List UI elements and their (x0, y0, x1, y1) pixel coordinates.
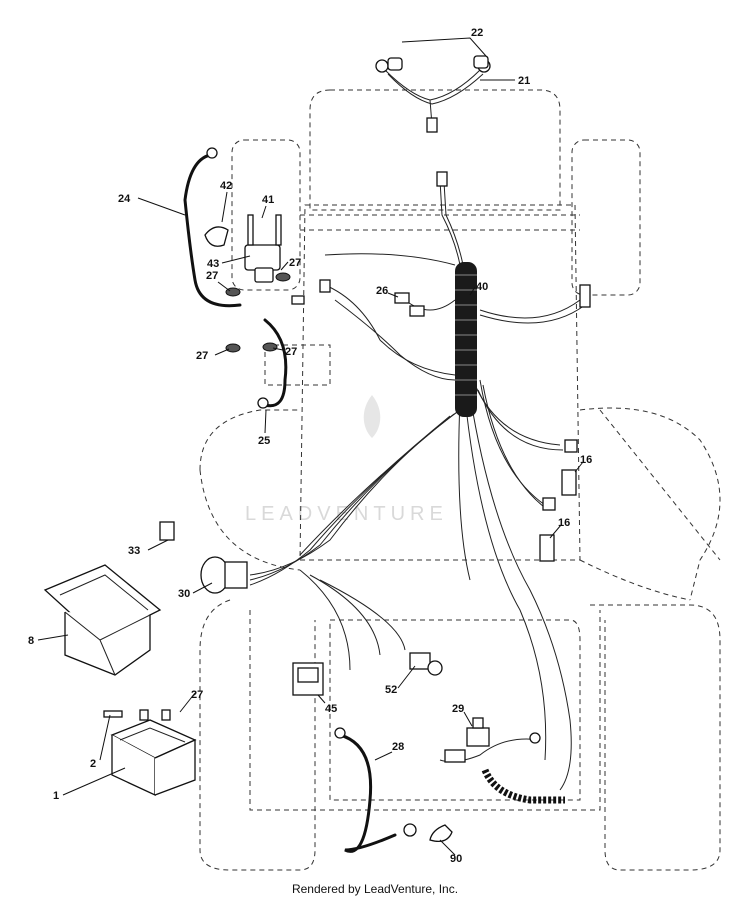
solenoid (204, 214, 291, 353)
coiled-cord (481, 768, 565, 804)
callout-90: 90 (450, 853, 462, 865)
callout-16-a: 16 (580, 454, 592, 466)
callout-41: 41 (262, 194, 274, 206)
callout-40: 40 (476, 281, 488, 293)
callout-labels: 22 21 24 42 41 43 27 27 26 40 27 27 25 1… (28, 27, 592, 865)
leader-lines (37, 37, 584, 856)
callout-27-e: 27 (191, 689, 203, 701)
footer-credit: Rendered by LeadVenture, Inc. (291, 882, 459, 896)
callout-2: 2 (90, 758, 96, 770)
callout-27-b: 27 (206, 270, 218, 282)
watermark: LEADVENTURE (245, 395, 448, 525)
callout-21: 21 (518, 75, 530, 87)
callout-52: 52 (385, 684, 397, 696)
callout-29: 29 (452, 703, 464, 715)
battery-tray (43, 564, 162, 676)
callout-24: 24 (118, 193, 131, 205)
callout-25: 25 (258, 435, 270, 447)
battery-cables (183, 147, 541, 853)
main-harness (249, 171, 591, 791)
callout-8: 8 (28, 635, 34, 647)
callout-27-a: 27 (289, 257, 301, 269)
callout-45: 45 (325, 703, 337, 715)
callout-27-c: 27 (196, 350, 208, 362)
callout-22: 22 (471, 27, 483, 39)
callout-43: 43 (207, 258, 219, 270)
callout-33: 33 (128, 545, 140, 557)
callout-27-d: 27 (285, 346, 297, 358)
watermark-text: LEADVENTURE (245, 503, 448, 525)
components (159, 279, 578, 843)
callout-26: 26 (376, 285, 388, 297)
battery (103, 709, 197, 797)
tractor-outline (199, 89, 721, 871)
headlight-harness (375, 55, 491, 133)
callout-30: 30 (178, 588, 190, 600)
callout-1: 1 (53, 790, 59, 802)
callout-28: 28 (392, 741, 404, 753)
callout-16-b: 16 (558, 517, 570, 529)
callout-42: 42 (220, 180, 232, 192)
harness-sheath (455, 262, 477, 417)
